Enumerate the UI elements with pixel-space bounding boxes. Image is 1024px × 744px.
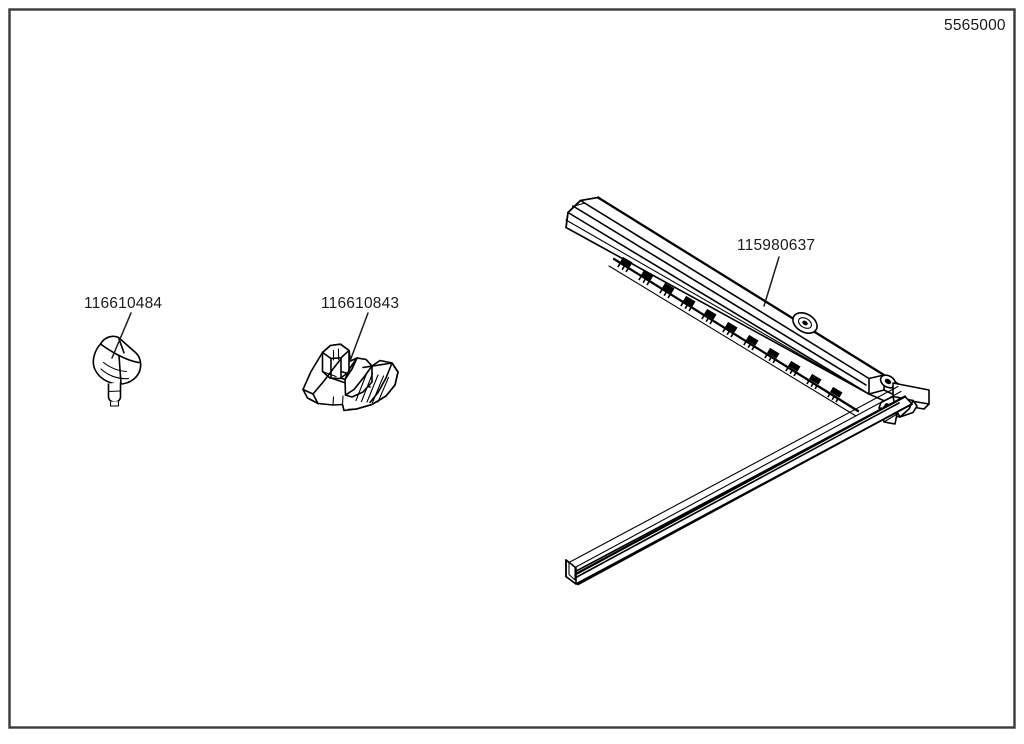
scale-graduations (608, 256, 860, 417)
callout-label-116610843: 116610843 (321, 295, 400, 312)
callout-label-115980637: 115980637 (737, 237, 816, 254)
scale-rail-beam (565, 196, 886, 417)
sheet-border (8, 8, 1016, 729)
part-knob-cap (92, 335, 142, 407)
callout-leaders (111, 256, 780, 362)
leader-line-2 (349, 312, 369, 362)
u-channel-arm (565, 385, 913, 586)
part-scale-rail-assembly (565, 196, 930, 586)
leader-line-1 (111, 312, 132, 359)
callout-label-116610484: 116610484 (84, 295, 163, 312)
leader-line-3 (763, 256, 780, 307)
rail-pivot-boss (792, 311, 818, 335)
sheet-number: 5565000 (944, 17, 1006, 34)
part-bracket-clamp (302, 343, 399, 412)
